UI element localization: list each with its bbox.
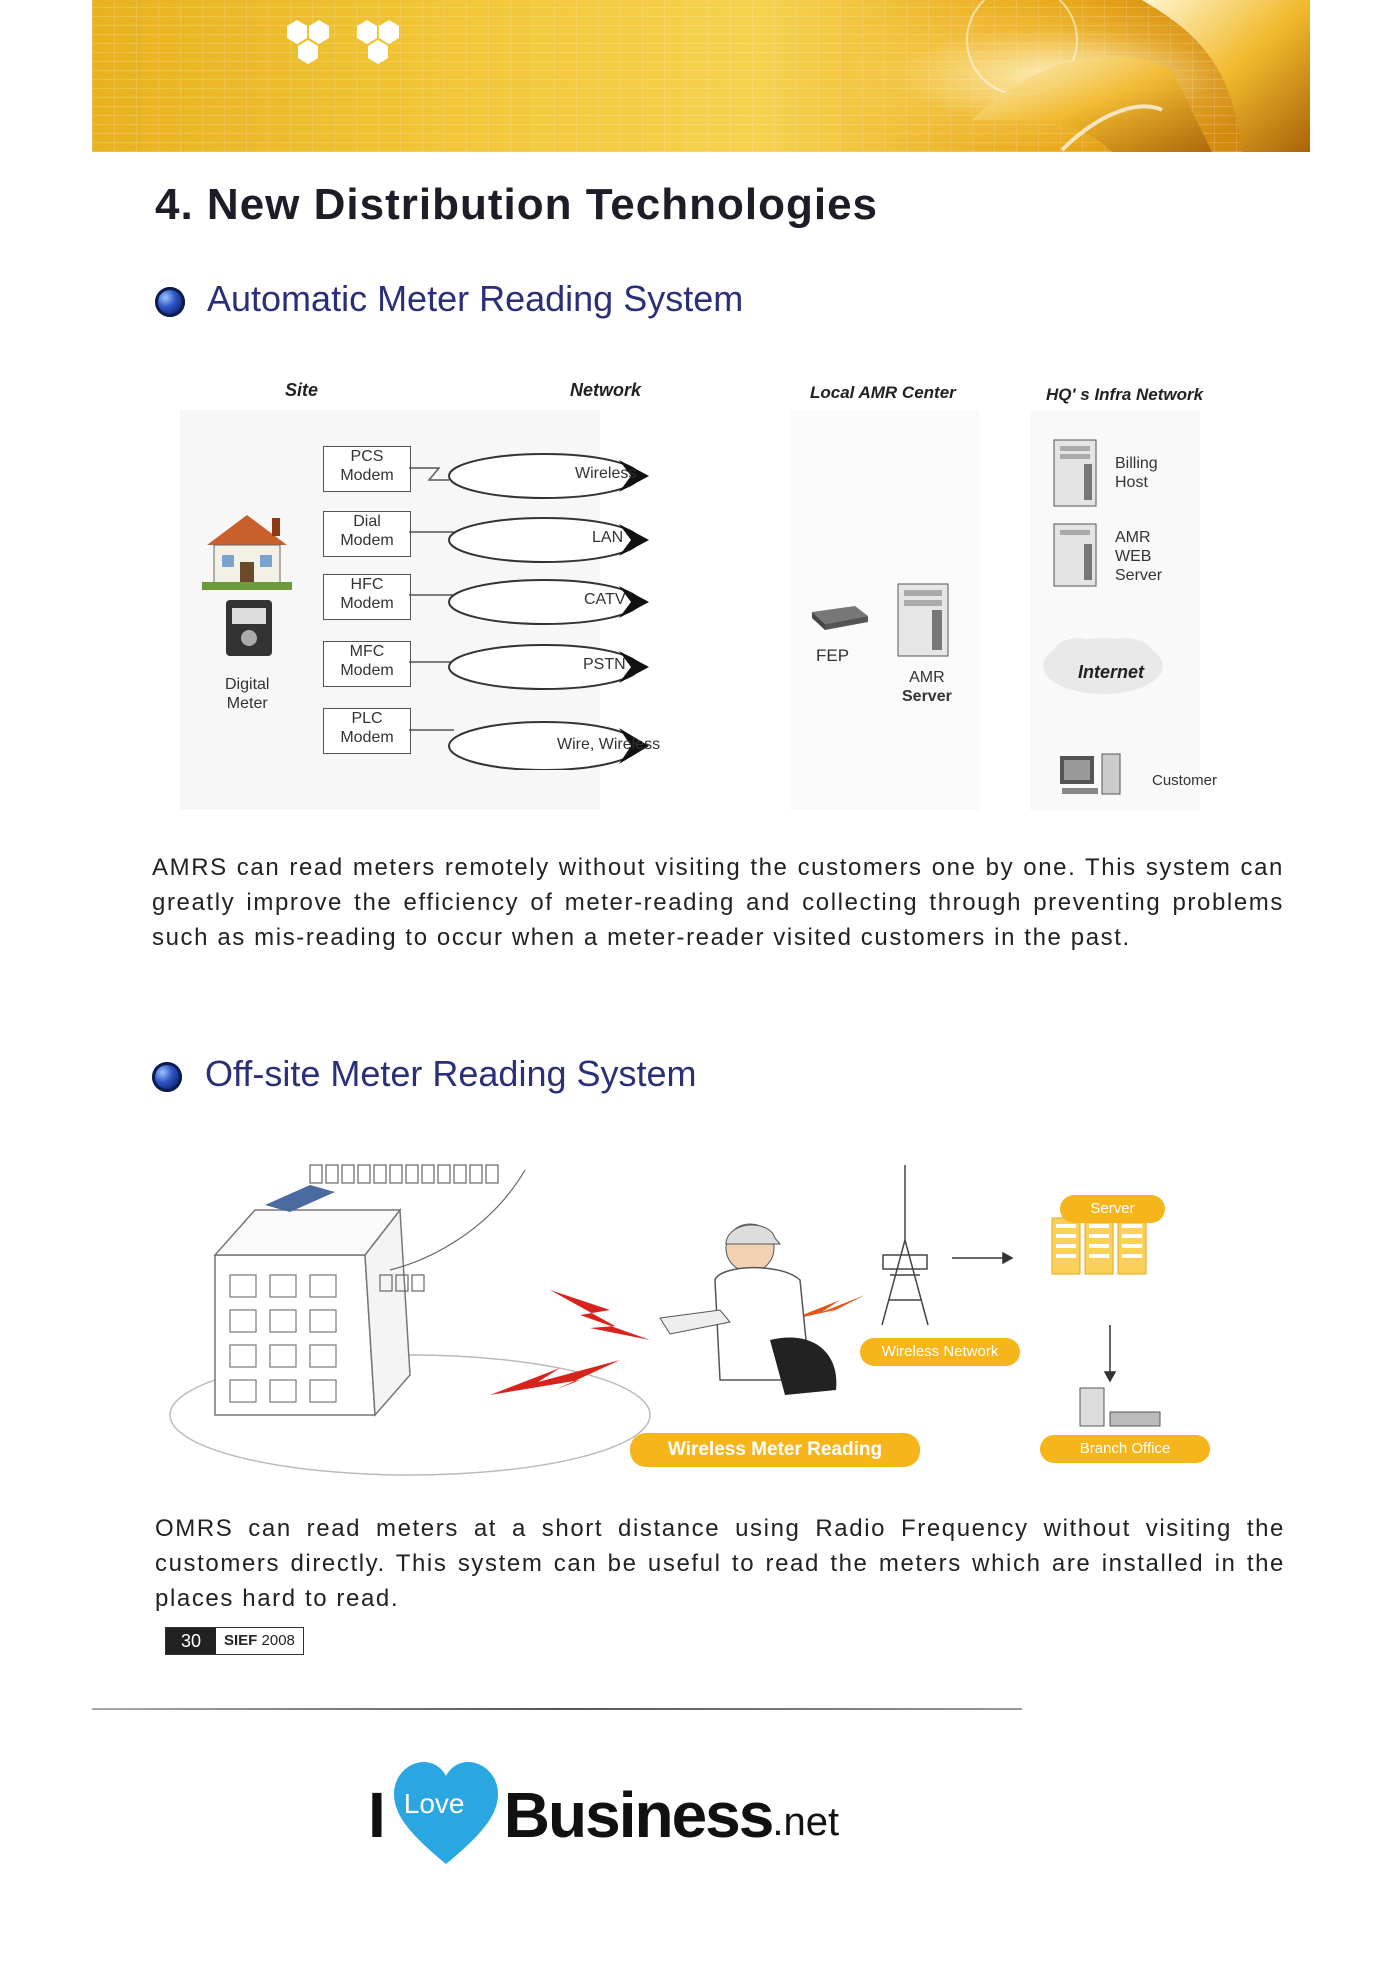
page-number: 30 <box>166 1628 216 1654</box>
branch-office-badge: Branch Office <box>1040 1435 1210 1463</box>
wireless-network-badge: Wireless Network <box>860 1338 1020 1366</box>
column-header-network: Network <box>570 380 642 400</box>
server-badge: Server <box>1060 1195 1165 1223</box>
network-label: Wire, Wireless <box>557 736 661 753</box>
footer-divider <box>92 1708 1022 1710</box>
web-server-icon <box>1053 523 1097 587</box>
column-header-local-amr-center: Local AMR Center <box>810 383 956 402</box>
section-bullet-icon <box>155 287 185 317</box>
ilovebusiness-logo: I Love Business .net <box>368 1760 839 1870</box>
robot-arm-illustration <box>966 0 1310 152</box>
page-title: 4. New Distribution Technologies <box>155 180 879 229</box>
amrs-heading: Automatic Meter Reading System <box>207 278 744 319</box>
customer-label: Customer <box>1152 772 1218 789</box>
omr-illustration <box>169 1164 1161 1476</box>
internet-label: Internet <box>1078 662 1145 682</box>
amr-diagram: Site Network Local AMR Center HQ' s Infr… <box>180 370 1260 810</box>
amrs-paragraph: AMRS can read meters remotely without vi… <box>152 854 1284 951</box>
omr-diagram: Server Wireless Network Wireless Meter R… <box>160 1150 1220 1480</box>
digital-meter-label: Digital Meter <box>225 676 270 712</box>
omrs-heading: Off-site Meter Reading System <box>205 1053 697 1094</box>
billing-host-icon <box>1053 439 1097 507</box>
wireless-meter-reading-badge: Wireless Meter Reading <box>630 1433 920 1467</box>
fep-label: FEP <box>816 646 850 665</box>
customer-computer-icon <box>1060 753 1121 795</box>
network-label: LAN <box>592 529 624 546</box>
heart-icon: Love <box>392 1760 500 1870</box>
fep-device-icon <box>812 606 868 630</box>
publication-label: SIEF 2008 <box>224 1632 295 1649</box>
section-bullet-icon <box>152 1062 182 1092</box>
network-connectors <box>409 453 649 770</box>
amr-server-label: AMR Server <box>902 669 952 705</box>
column-header-hq-infra-network: HQ' s Infra Network <box>1046 385 1204 404</box>
network-label: CATV <box>584 591 626 608</box>
house-icon <box>202 515 292 590</box>
hexagon-decoration-icon <box>287 20 399 64</box>
server-icon <box>897 583 949 657</box>
page-footer: 30 SIEF 2008 <box>165 1627 304 1655</box>
digital-meter-icon <box>226 600 272 656</box>
network-label: Wireless <box>575 465 637 482</box>
header-banner <box>92 0 1310 152</box>
column-header-site: Site <box>285 380 319 400</box>
omrs-paragraph: OMRS can read meters at a short distance… <box>155 1515 1285 1612</box>
network-label: PSTN <box>583 656 626 673</box>
internet-cloud-icon <box>1043 638 1163 694</box>
